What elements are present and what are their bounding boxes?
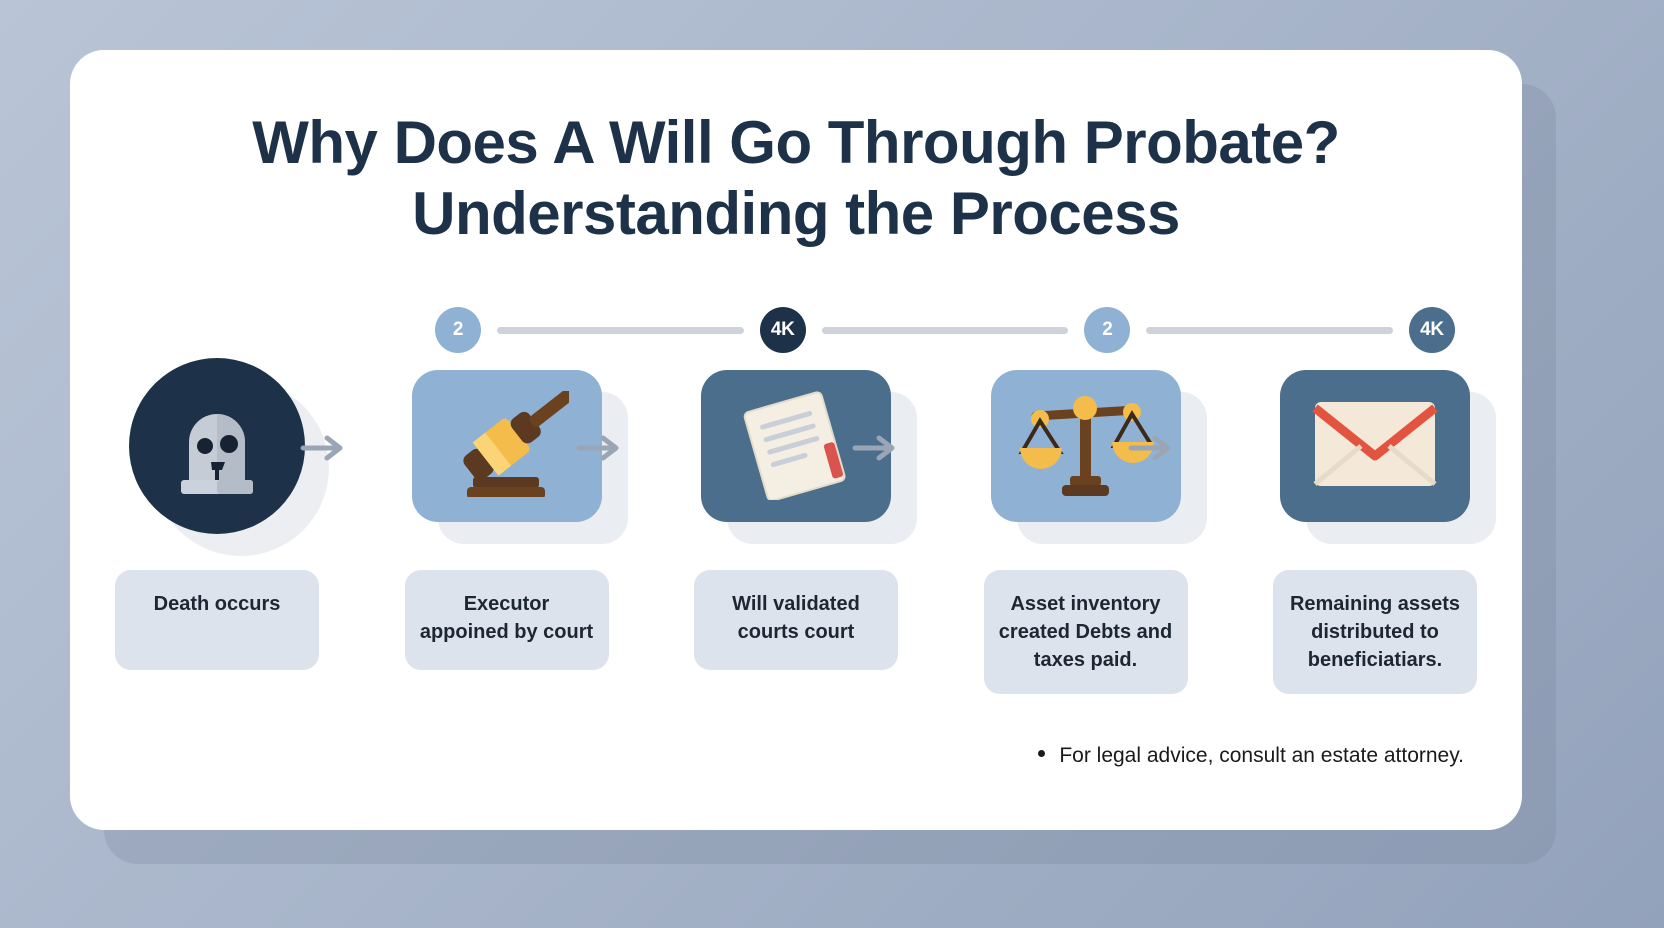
process-step-3: Will validated courts court	[694, 370, 898, 670]
step-5-caption: Remaining assets distributed to benefici…	[1273, 570, 1477, 694]
step-5-tile[interactable]	[1280, 370, 1470, 522]
rail-connector-3	[1146, 326, 1394, 334]
bullet-icon	[1038, 750, 1046, 757]
step-arrow-3	[850, 428, 902, 468]
rail-badge-1[interactable]: 2	[435, 307, 481, 353]
page-title: Why Does A Will Go Through Probate? Unde…	[70, 108, 1522, 250]
rail-connector-1	[497, 326, 744, 334]
step-1-caption: Death occurs	[115, 570, 319, 670]
rail-badge-3[interactable]: 2	[1084, 307, 1131, 353]
rail-connector-2	[821, 326, 1069, 334]
gavel-icon	[445, 388, 575, 502]
process-steps: Death occurs Executor appoined by court	[115, 358, 1477, 694]
rail-badge-4[interactable]: 4K	[1409, 307, 1456, 353]
envelope-icon	[1311, 396, 1439, 497]
rail-badge-2[interactable]: 4K	[759, 307, 806, 353]
process-step-5: Remaining assets distributed to benefici…	[1273, 370, 1477, 694]
process-step-2: Executor appoined by court	[404, 370, 609, 670]
title-line-1: Why Does A Will Go Through Probate?	[252, 109, 1340, 176]
step-arrow-4	[1126, 428, 1178, 468]
document-icon	[736, 388, 856, 505]
step-2-caption: Executor appoined by court	[404, 570, 609, 670]
footnote-text: For legal advice, consult an estate atto…	[1059, 744, 1464, 767]
process-step-4: Asset inventory created Debts and taxes …	[983, 370, 1188, 694]
infographic-card: Why Does A Will Go Through Probate? Unde…	[70, 50, 1522, 830]
process-step-1: Death occurs	[115, 358, 319, 670]
step-arrow-1	[298, 428, 350, 468]
step-4-caption: Asset inventory created Debts and taxes …	[983, 570, 1188, 694]
tombstone-icon	[169, 388, 265, 505]
step-2-tile[interactable]	[411, 370, 602, 522]
step-1-tile[interactable]	[129, 358, 305, 534]
footnote: For legal advice, consult an estate atto…	[1038, 744, 1464, 768]
step-3-caption: Will validated courts court	[694, 570, 898, 670]
title-line-2: Understanding the Process	[412, 179, 1180, 247]
step-arrow-2	[574, 428, 626, 468]
progress-rail: 2 4K 2 4K	[435, 302, 1456, 358]
